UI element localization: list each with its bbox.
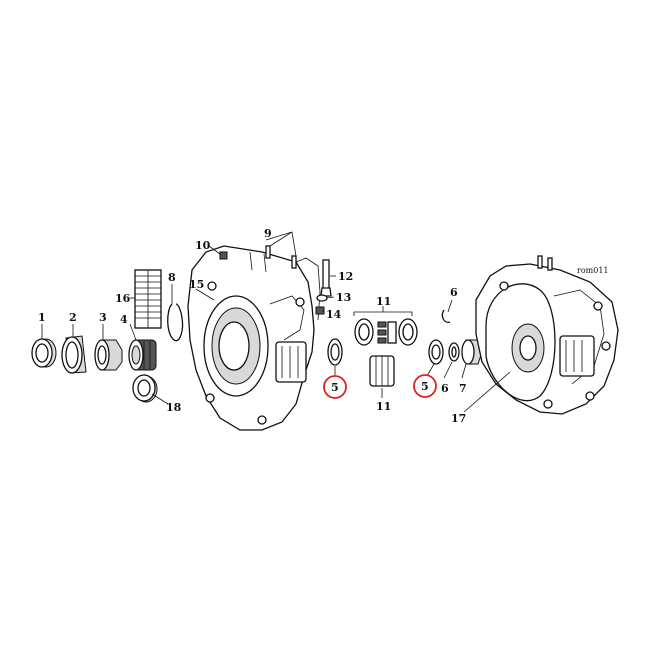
part-1-seal bbox=[31, 338, 57, 368]
part-16-roller-stack bbox=[134, 269, 162, 329]
part-2-race bbox=[61, 335, 87, 374]
label-13: 13 bbox=[336, 291, 351, 304]
part-5-left-oring bbox=[327, 338, 343, 366]
label-14: 14 bbox=[326, 308, 342, 321]
left-crankcase-half bbox=[187, 245, 321, 431]
label-1: 1 bbox=[38, 311, 46, 324]
label-5-left: 5 bbox=[331, 381, 339, 394]
part-12-stud bbox=[320, 259, 332, 297]
label-11-bottom: 11 bbox=[376, 400, 391, 413]
part-9-dowels bbox=[265, 245, 297, 269]
label-4: 4 bbox=[120, 313, 128, 326]
label-6-bottom: 6 bbox=[441, 382, 449, 395]
part-6-upper-ring bbox=[441, 309, 451, 323]
part-11-bearing-assembly-lower bbox=[369, 355, 395, 387]
label-6-top: 6 bbox=[450, 286, 458, 299]
highlight-circle-left bbox=[323, 375, 347, 399]
right-crankcase-half bbox=[475, 255, 619, 415]
label-15: 15 bbox=[189, 278, 204, 291]
label-10: 10 bbox=[195, 239, 211, 252]
part-18-washer bbox=[132, 374, 158, 403]
label-3: 3 bbox=[99, 311, 107, 324]
label-8: 8 bbox=[168, 271, 176, 284]
label-11-top: 11 bbox=[376, 295, 391, 308]
label-7: 7 bbox=[459, 382, 467, 395]
label-2: 2 bbox=[69, 311, 77, 324]
label-5-right: 5 bbox=[421, 380, 429, 393]
part-4-bearing bbox=[128, 339, 157, 371]
label-12: 12 bbox=[338, 270, 353, 283]
part-8-retaining-ring bbox=[167, 303, 184, 342]
part-3-bushing bbox=[94, 339, 123, 371]
label-17: 17 bbox=[451, 412, 466, 425]
label-18: 18 bbox=[166, 401, 182, 414]
label-9: 9 bbox=[264, 227, 272, 240]
part-14-nut bbox=[315, 306, 325, 315]
part-6-lower-washer bbox=[448, 342, 460, 362]
highlight-circle-right bbox=[413, 374, 437, 398]
part-labels: 1 2 3 4 8 16 18 10 9 12 13 14 15 11 11 5… bbox=[38, 227, 609, 425]
part-11-bearing-assembly-upper bbox=[354, 318, 418, 346]
leader-lines bbox=[41, 231, 511, 413]
part-10-bolt bbox=[219, 251, 228, 260]
reference-code: rom011 bbox=[577, 266, 609, 275]
part-5-right-oring bbox=[428, 339, 444, 365]
label-16: 16 bbox=[115, 292, 131, 305]
part-13-washer bbox=[316, 294, 328, 302]
